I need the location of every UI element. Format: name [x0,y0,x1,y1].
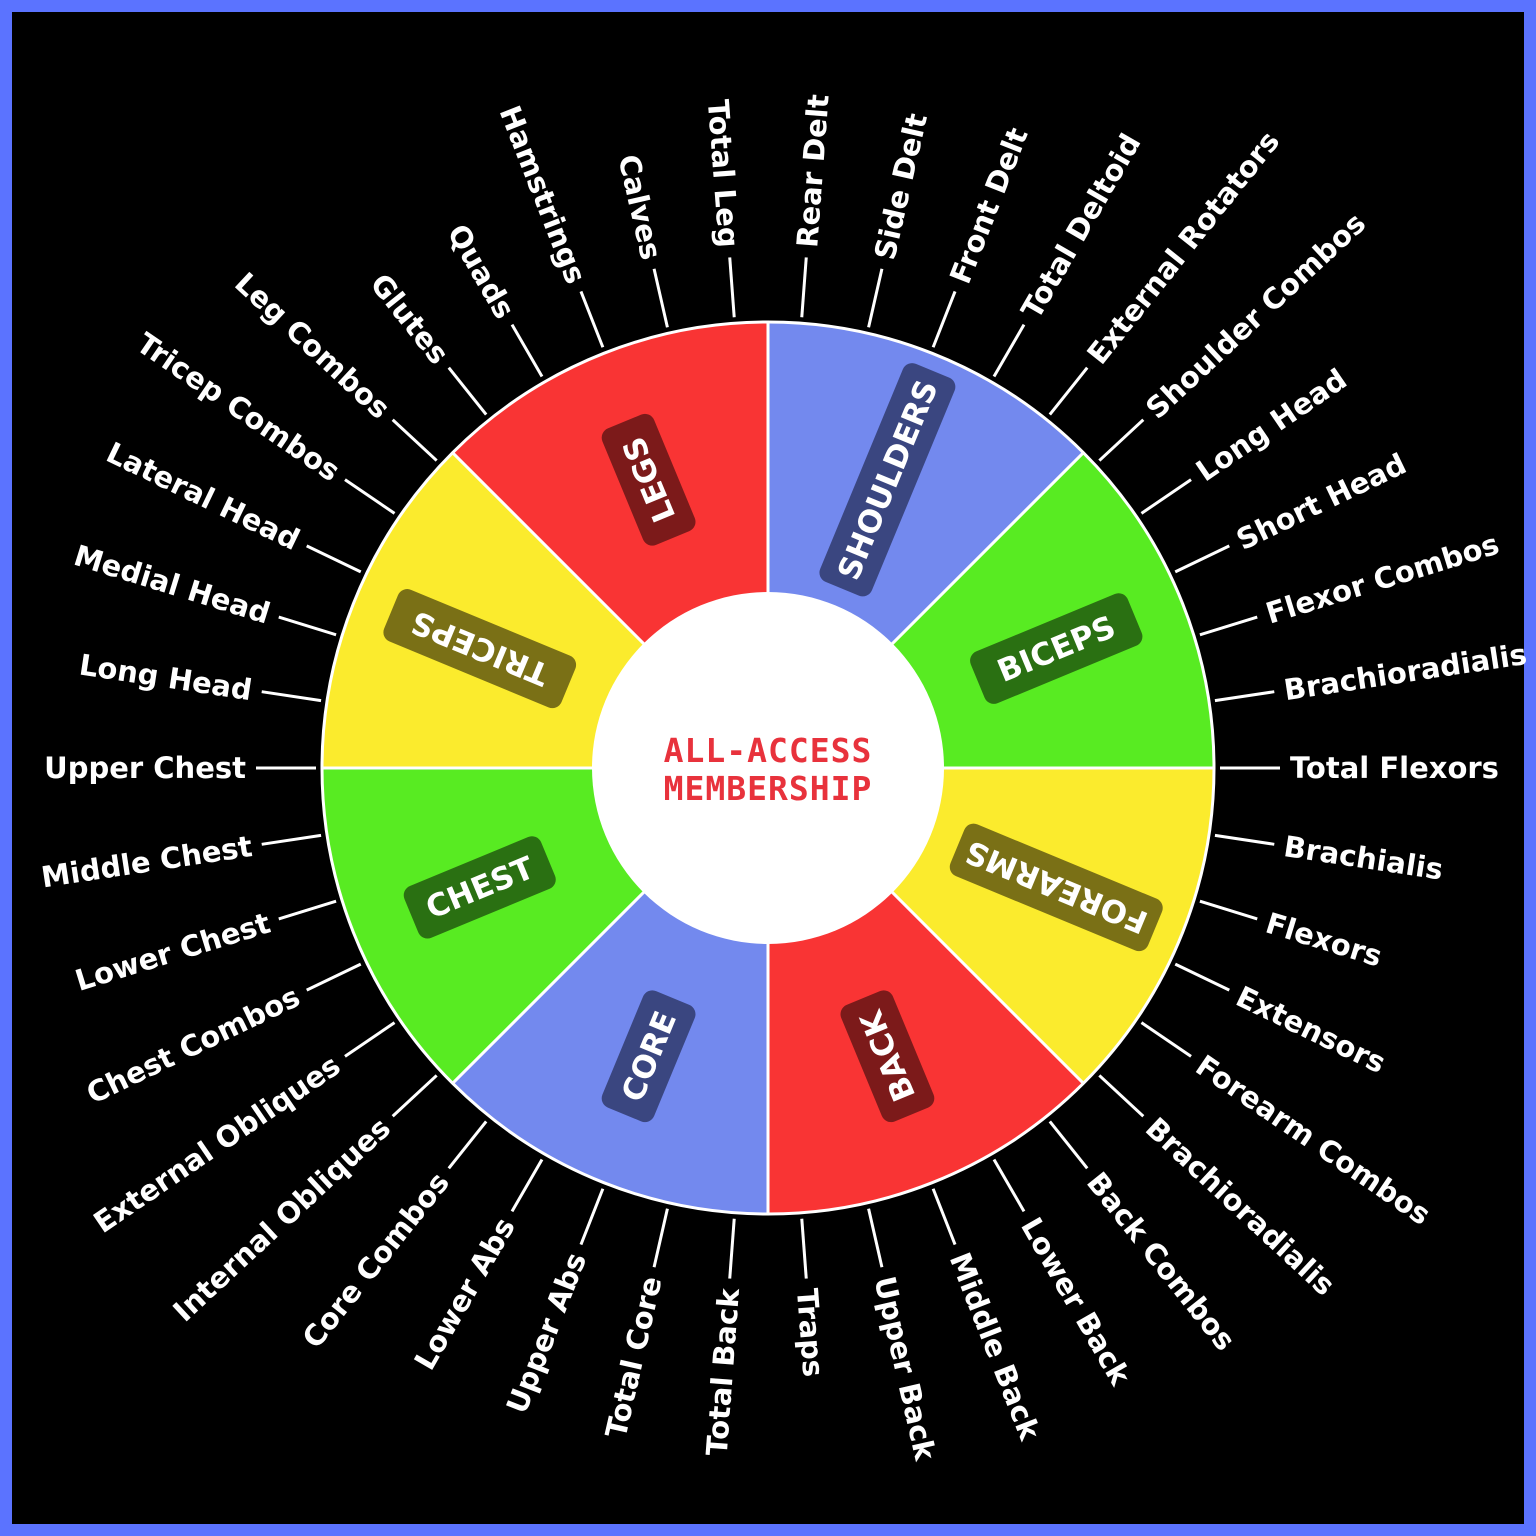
spoke-line [992,323,1026,378]
spoke-label: Upper Back [867,1273,942,1464]
spoke-line [306,962,362,992]
badge-bg [819,363,956,597]
spoke-label: Flexor Combos [1262,527,1503,631]
spoke-label: Upper Chest [44,751,246,785]
spoke-label: Quads [441,218,522,324]
spoke-label: Lower Abs [408,1212,522,1376]
badge-bg [601,413,696,546]
spoke-label: Flexors [1262,906,1386,974]
spoke-line [931,290,957,348]
spoke-label: Long Head [1190,362,1353,488]
spoke-line [1199,615,1258,637]
spoke-label: Brachioradialis [1282,637,1529,707]
spoke-line [1140,478,1192,515]
spoke-line [391,1074,438,1118]
center-title-line2: MEMBERSHIP [664,769,873,808]
spoke-label: Lateral Head [101,435,305,557]
spoke-line [992,1158,1026,1213]
spoke-label: Middle Chest [39,829,255,894]
spoke-label: Front Delt [943,123,1035,289]
spoke-line [1098,1074,1145,1118]
spoke-line [344,478,396,515]
spoke-line [652,268,669,328]
spoke-line [1048,1120,1089,1170]
spoke-label: Total Back [700,1287,746,1457]
spoke-line [261,833,322,846]
badge-bg [840,990,935,1123]
spoke-line [579,1188,605,1246]
spoke-line [447,1120,488,1170]
spoke-line [931,1188,957,1246]
spoke-line [728,1218,736,1279]
spoke-label: Hamstrings [493,101,593,289]
spoke-line [261,690,322,703]
spoke-label: Middle Back [943,1248,1047,1446]
spoke-line [728,257,736,318]
spoke-label: Side Delt [868,110,934,263]
spoke-label: Glutes [364,267,456,370]
spoke-line [800,257,808,318]
spoke-label: Lower Chest [71,906,274,998]
badge-bg [949,823,1163,952]
spoke-line [1214,690,1275,703]
spoke-label: Calves [611,151,668,263]
spoke-line [278,899,337,921]
badge-bg [601,990,696,1123]
spoke-line [867,268,884,328]
spoke-line [1174,962,1230,992]
spoke-label: Brachialis [1282,829,1446,887]
spoke-label: Medial Head [70,538,274,630]
center-title-line1: ALL-ACCESS [664,731,873,770]
spoke-label: Short Head [1231,447,1412,557]
spoke-line [1098,418,1145,462]
spoke-line [510,1158,544,1213]
spoke-line [278,615,337,637]
spoke-label: Lower Back [1014,1212,1138,1392]
spoke-line [306,544,362,574]
center-logo: ALL-ACCESS MEMBERSHIP [664,731,873,808]
spoke-line [391,418,438,462]
spoke-line [1048,366,1089,416]
badge-bg [383,589,577,709]
spoke-line [867,1208,884,1268]
spoke-label: Upper Abs [500,1248,594,1418]
spoke-label: Long Head [77,648,254,708]
spoke-label: Total Leg [701,98,746,248]
spoke-line [1174,544,1230,574]
spoke-line [652,1208,669,1268]
badge-bg [403,836,556,939]
spoke-line [510,323,544,378]
center-circle [592,592,944,944]
spoke-label: Rear Delt [790,93,835,249]
spoke-label: Total Flexors [1290,751,1499,785]
spoke-line [579,290,605,348]
spoke-label: Extensors [1231,979,1391,1080]
spoke-line [1214,833,1275,846]
spoke-line [1140,1021,1192,1058]
spoke-label: Traps [790,1287,831,1378]
spoke-line [1199,899,1258,921]
spoke-line [447,366,488,416]
spoke-line [800,1218,808,1279]
spoke-label: Total Core [599,1273,669,1441]
spoke-line [344,1021,396,1058]
badge-bg [970,593,1143,704]
